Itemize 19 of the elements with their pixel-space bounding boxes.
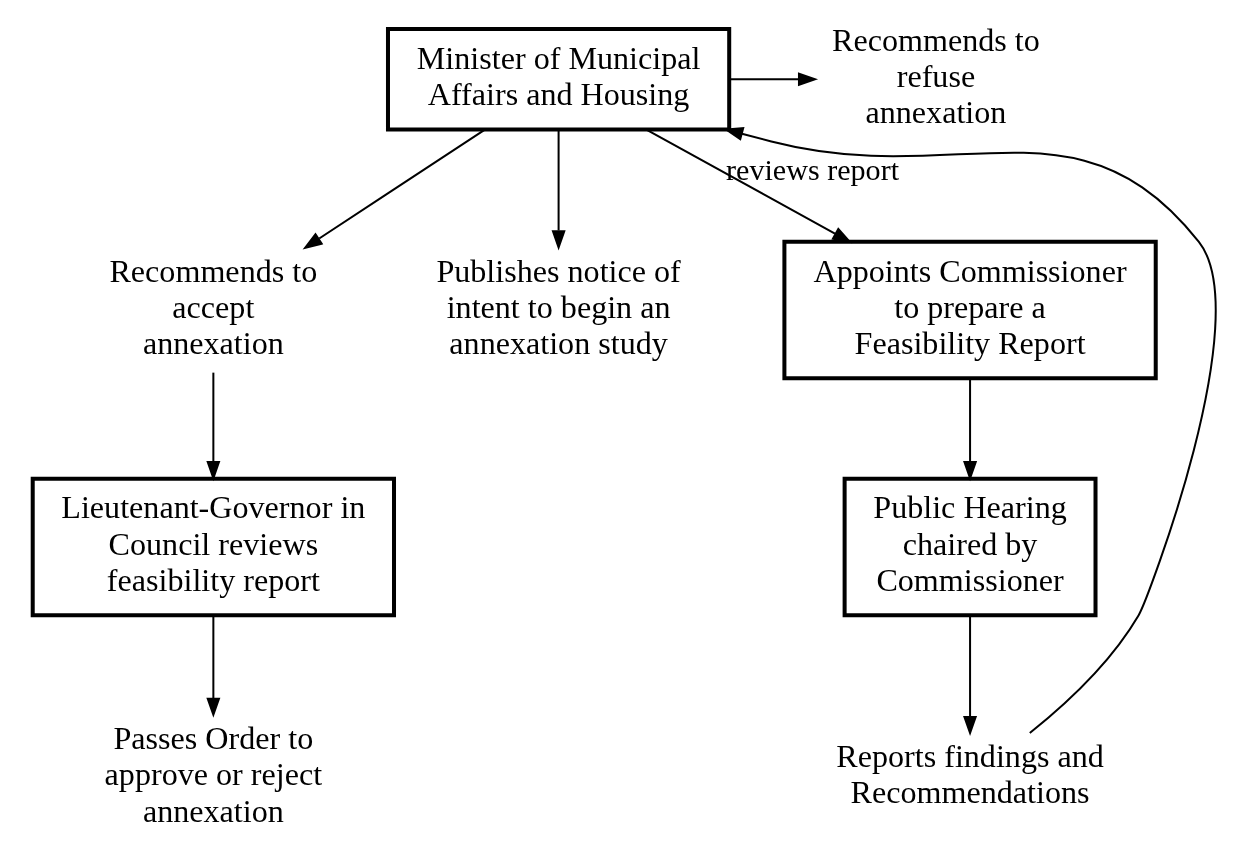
arrow: [645, 128, 853, 243]
arrow: [963, 615, 978, 736]
arrow: [206, 372, 221, 481]
node-box: Minister of Municipal Affairs and Housing: [385, 26, 732, 131]
arrow: [206, 615, 221, 718]
node-box: Lieutenant-Governor in Council reviews feasibility report: [30, 476, 396, 617]
arrow: [551, 129, 566, 250]
arrow: [302, 128, 486, 249]
node-text: Reports findings and Recommendations: [836, 737, 1104, 810]
edge-label: reviews report: [726, 152, 900, 187]
node-box: Appoints Commissioner to prepare a Feasibility Report: [782, 239, 1158, 380]
arrow: [723, 126, 1217, 734]
node-box: Public Hearing chaired by Commissioner: [842, 476, 1098, 617]
node-text: Recommends to refuse annexation: [832, 21, 1040, 130]
arrow: [729, 71, 819, 86]
node-text: Publishes notice of intent to begin an annexation study: [436, 252, 681, 361]
node-text: Passes Order to approve or reject annexation: [104, 719, 323, 829]
arrow: [963, 378, 978, 481]
node-text: Recommends to accept annexation: [109, 252, 318, 361]
